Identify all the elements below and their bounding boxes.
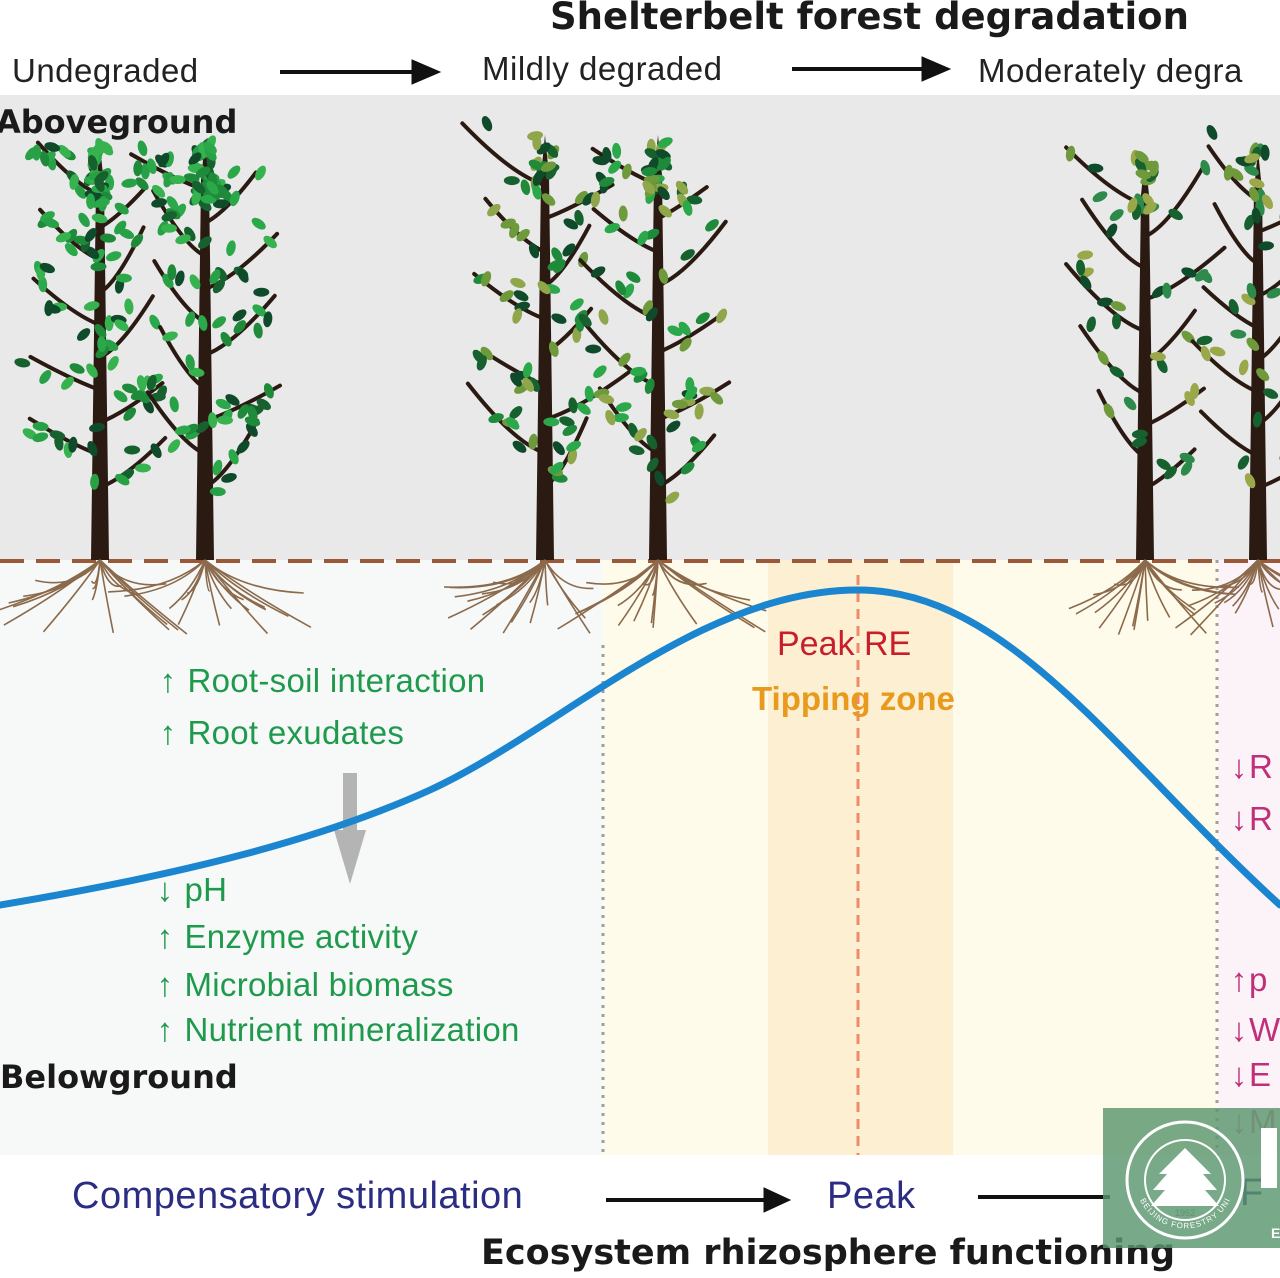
arrow-down-icon: ↓ bbox=[1230, 800, 1248, 837]
arrow-down-icon: ↓ bbox=[1230, 1056, 1248, 1093]
svg-text:E: E bbox=[1271, 1225, 1280, 1241]
tipping-zone-core bbox=[768, 560, 953, 1155]
stage-undegraded: Undegraded bbox=[12, 52, 199, 89]
trees bbox=[0, 116, 1280, 636]
right-low-item: ↑p bbox=[1230, 961, 1268, 998]
left-low-item: ↑ Nutrient mineralization bbox=[156, 1011, 520, 1048]
left-low-item: ↑ Enzyme activity bbox=[156, 918, 419, 955]
stage-arrow-2 bbox=[792, 56, 952, 82]
stage-mildly-degraded: Mildly degraded bbox=[482, 50, 723, 87]
left-low-item: ↓ pH bbox=[156, 871, 228, 908]
arrow-up-icon: ↑ bbox=[1230, 961, 1248, 998]
university-logo: 1952 BEIJING FORESTRY UNIVERSITY E bbox=[1100, 1101, 1280, 1248]
figure-title: Shelterbelt forest degradation bbox=[550, 0, 1189, 38]
stage-moderately-degraded: Moderately degra bbox=[978, 52, 1243, 89]
peak-re-label: Peak RE bbox=[777, 625, 912, 663]
arrow-down-icon: ↓ bbox=[156, 871, 174, 908]
bottom-arrow-1 bbox=[606, 1187, 792, 1213]
left-low-item: ↑ Microbial biomass bbox=[156, 966, 454, 1003]
functioning-curve bbox=[0, 586, 1280, 909]
arrow-up-icon: ↑ bbox=[159, 662, 177, 699]
arrow-up-icon: ↑ bbox=[156, 918, 174, 955]
right-low-item: ↓W bbox=[1230, 1011, 1280, 1048]
left-up-item: ↑ Root-soil interaction bbox=[159, 662, 486, 699]
stage-arrow-1 bbox=[280, 59, 442, 85]
right-up-item: ↓R bbox=[1230, 800, 1273, 837]
arrow-up-icon: ↑ bbox=[159, 714, 177, 751]
right-up-item: ↓R bbox=[1230, 748, 1273, 785]
arrow-up-icon: ↑ bbox=[156, 1011, 174, 1048]
svg-text:1952: 1952 bbox=[1175, 1208, 1195, 1218]
arrow-down-icon: ↓ bbox=[1230, 1011, 1248, 1048]
aboveground-label: Aboveground bbox=[0, 103, 238, 141]
belowground-label: Belowground bbox=[0, 1058, 238, 1096]
tipping-zone-label: Tipping zone bbox=[752, 680, 955, 717]
arrow-up-icon: ↑ bbox=[156, 966, 174, 1003]
seal-icon: 1952 BEIJING FORESTRY UNIVERSITY E bbox=[1100, 1101, 1280, 1241]
left-up-item: ↑ Root exudates bbox=[159, 714, 405, 751]
right-low-item: ↓E bbox=[1230, 1056, 1272, 1093]
compensatory-stimulation-label: Compensatory stimulation bbox=[72, 1175, 524, 1217]
functioning-subtitle: Ecosystem rhizosphere functioning bbox=[481, 1233, 1176, 1273]
peak-label: Peak bbox=[827, 1175, 916, 1217]
arrow-down-icon: ↓ bbox=[1230, 748, 1248, 785]
